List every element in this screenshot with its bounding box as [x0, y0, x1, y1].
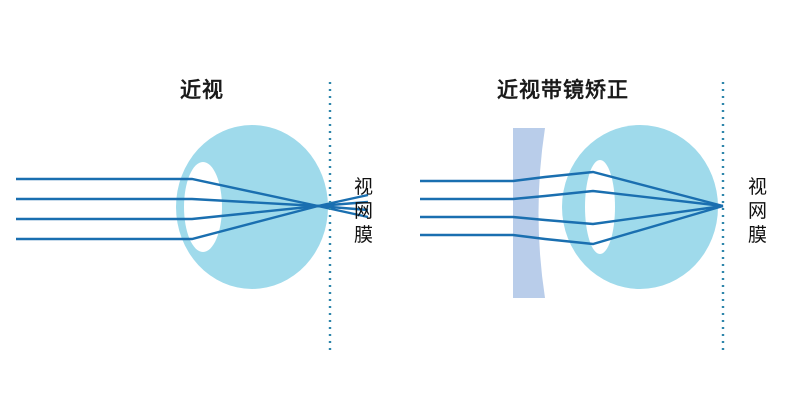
crystalline-lens-right — [585, 160, 615, 254]
ray-1-right — [420, 170, 724, 208]
retina-label-char-3: 膜 — [748, 224, 767, 246]
retina-label-char-1: 视 — [748, 176, 767, 198]
retina-label-char-2: 网 — [354, 201, 373, 222]
panel-title-right: 近视带镜矫正 — [497, 78, 629, 102]
panel-myopia-corrected: 近视带镜矫正 视 网 膜 — [420, 78, 767, 355]
ray-3-left — [16, 200, 369, 221]
ray-3-right — [420, 204, 724, 226]
ray-4-left — [16, 193, 369, 241]
spectacle-concave-lens — [513, 128, 545, 298]
retina-label-left: 视 网 膜 — [354, 176, 373, 246]
eyeball-left — [176, 125, 328, 289]
retina-label-char-1: 视 — [354, 176, 373, 198]
retina-label-right: 视 网 膜 — [748, 176, 767, 246]
ray-4-right — [420, 204, 724, 246]
ray-1-left — [16, 177, 369, 219]
light-rays-left — [16, 177, 369, 241]
retina-label-char-3: 膜 — [354, 224, 373, 246]
light-rays-right — [420, 170, 724, 246]
ray-2-right — [420, 189, 724, 208]
panel-title-left: 近视 — [180, 78, 224, 102]
retina-label-char-2: 网 — [748, 201, 767, 222]
ray-2-left — [16, 197, 369, 212]
panel-myopia-uncorrected: 近视 视 网 膜 — [16, 78, 373, 355]
